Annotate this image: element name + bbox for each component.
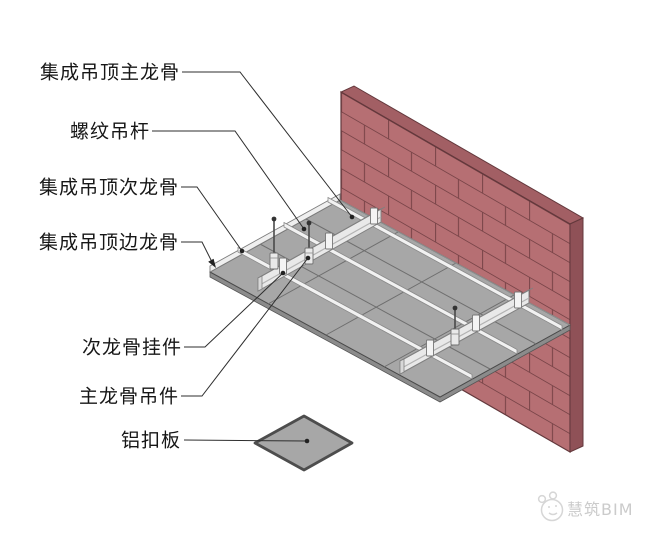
label-main-keel-hanger: 主龙骨吊件 [79, 386, 179, 408]
label-secondary-keel: 集成吊顶次龙骨 [39, 177, 179, 199]
leader-lines [152, 71, 353, 442]
watermark-text: 慧筑BIM [567, 500, 634, 519]
keel-hanger-clip [325, 232, 333, 250]
threaded-rod-1 [269, 216, 279, 270]
wall-end-face [569, 217, 584, 453]
leader-main-keel [182, 71, 353, 218]
keel-hanger-clip [472, 314, 480, 332]
label-secondary-keel-hanger: 次龙骨挂件 [82, 337, 182, 359]
label-edge-keel: 集成吊顶边龙骨 [39, 232, 179, 254]
label-threaded-rod: 螺纹吊杆 [70, 121, 150, 143]
watermark: 慧筑BIM [537, 491, 634, 522]
main-keel-hanger-bracket [450, 328, 460, 346]
watermark-logo-icon [537, 491, 564, 522]
main-keel-end-cap [399, 358, 405, 375]
secondary-keel-hangers [279, 207, 522, 357]
main-keel-end-cap [257, 275, 263, 292]
secondary-keel-rail [237, 246, 473, 380]
aluminum-panel [253, 414, 354, 472]
leader-arrowhead [208, 258, 216, 268]
main-keel-1 [257, 206, 386, 292]
keel-hanger-clip [426, 339, 434, 357]
main-keel-hanger-bracket [269, 252, 279, 270]
secondary-keels [237, 196, 563, 380]
leader-main-keel-hanger [181, 257, 309, 397]
label-aluminum-panel: 铝扣板 [121, 430, 181, 452]
keel-hanger-clip [370, 207, 378, 225]
threaded-rod-3 [450, 305, 460, 346]
leader-edge-keel [181, 241, 214, 265]
leader-secondary-keel [181, 186, 243, 252]
leader-threaded-rod [152, 130, 305, 230]
leader-aluminum-panel [183, 439, 308, 442]
keel-hanger-clip [514, 291, 522, 309]
secondary-keel-rail [283, 221, 518, 355]
label-main-keel: 集成吊顶主龙骨 [40, 62, 180, 84]
leader-terminals [208, 214, 355, 444]
secondary-keel-rail [327, 196, 563, 331]
threaded-rods [269, 216, 460, 346]
leader-secondary-keel-hanger [184, 272, 284, 348]
